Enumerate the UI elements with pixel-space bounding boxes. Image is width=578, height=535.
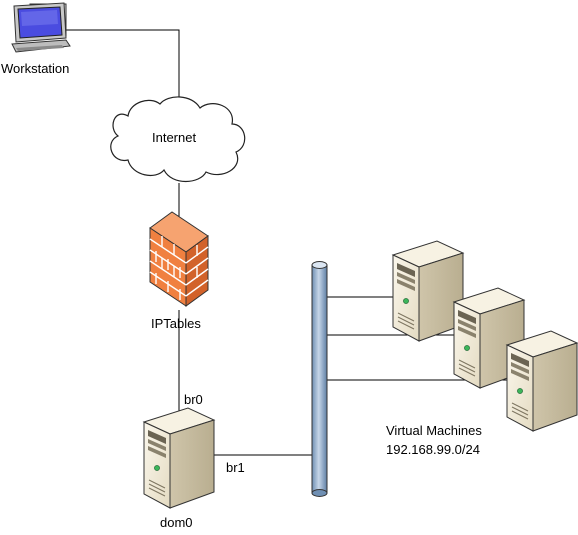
vm-server-1 [392,240,464,342]
network-bus-icon [311,261,328,497]
connector-lines [66,29,510,456]
vm-subnet-label: 192.168.99.0/24 [386,442,480,457]
server-tower-icon [143,407,215,509]
internet-label: Internet [152,130,196,145]
cloud-icon [110,96,246,183]
server-tower-icon [506,330,578,432]
server-tower-icon [392,240,464,342]
firewall-label: IPTables [151,316,201,331]
workstation-label: Workstation [1,61,69,76]
host-label: dom0 [160,515,193,530]
workstation-link [66,29,180,102]
computer-monitor-icon [11,2,71,53]
brick-firewall-icon [149,211,209,307]
bridge1-label: br1 [226,460,245,475]
vm-title-label: Virtual Machines [386,423,482,438]
vm-server-3 [506,330,578,432]
bridge0-label: br0 [184,392,203,407]
